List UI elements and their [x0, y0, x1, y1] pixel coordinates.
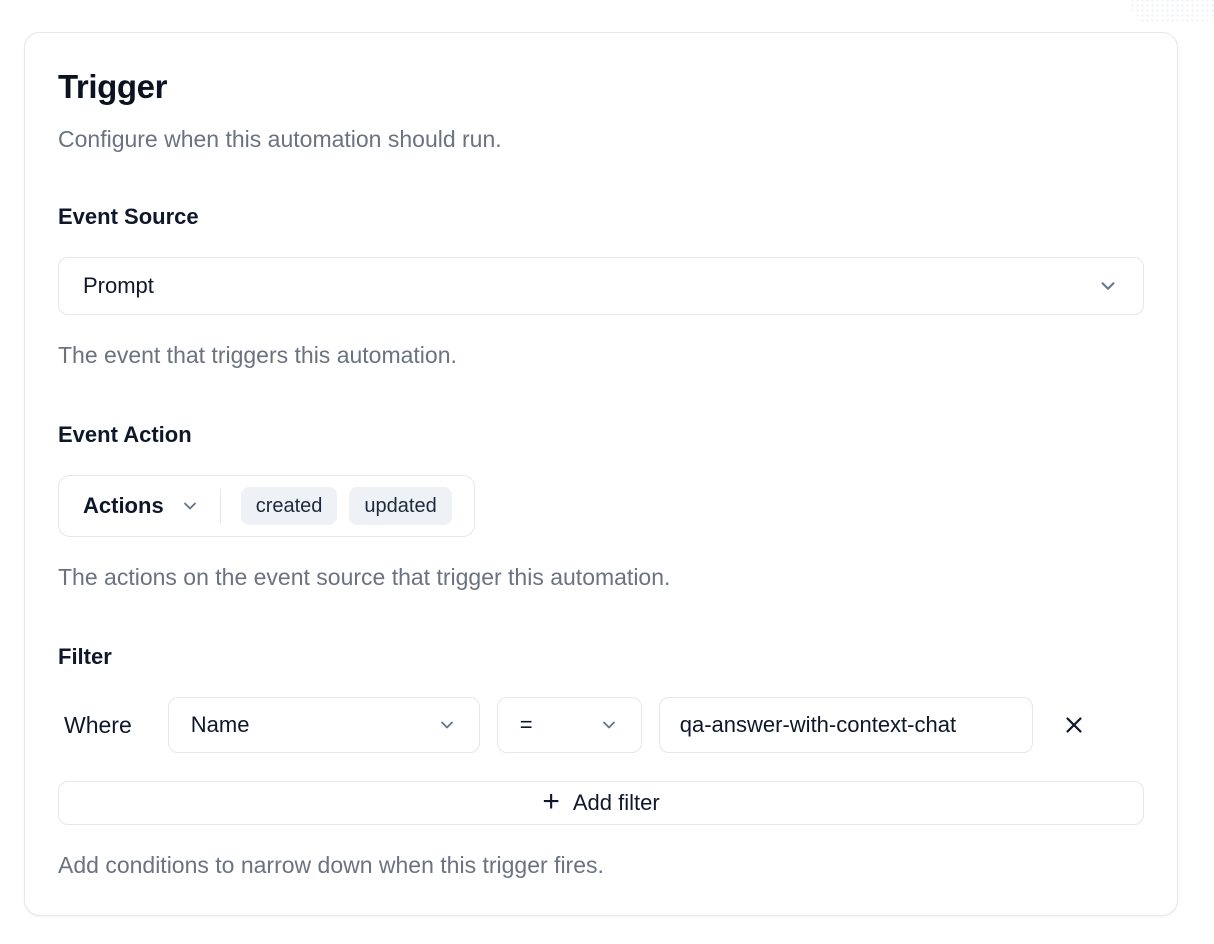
event-action-section: Event Action Actions created updated The… [58, 421, 1144, 591]
filter-row: Where Name = [58, 697, 1144, 753]
filter-help: Add conditions to narrow down when this … [58, 852, 604, 878]
event-action-help: The actions on the event source that tri… [58, 564, 671, 590]
chevron-down-icon [602, 721, 615, 729]
actions-dropdown-button[interactable]: Actions [83, 493, 200, 519]
page-title: Trigger [58, 68, 168, 105]
filter-value-input[interactable] [658, 697, 1033, 753]
add-filter-button[interactable]: + Add filter [58, 781, 1144, 825]
close-icon [1066, 717, 1082, 733]
page-subtitle: Configure when this automation should ru… [58, 126, 502, 152]
filter-section: Filter Where Name = [58, 643, 1144, 879]
trigger-card: Trigger Configure when this automation s… [24, 32, 1178, 916]
filter-operator-select[interactable]: = [496, 697, 642, 753]
partial-element-top-right [1130, 0, 1214, 22]
filter-operator-selected-value: = [519, 712, 533, 737]
chevron-down-icon [1101, 282, 1115, 290]
chevron-down-icon [183, 502, 196, 510]
event-source-help: The event that triggers this automation. [58, 342, 457, 368]
remove-filter-button[interactable] [1053, 704, 1095, 746]
event-source-label: Event Source [58, 204, 199, 229]
event-source-selected-value: Prompt [83, 273, 154, 298]
event-source-section: Event Source Prompt The event that trigg… [58, 203, 1144, 369]
action-tag-updated: updated [349, 487, 452, 525]
chevron-down-icon [440, 721, 453, 729]
vertical-divider [219, 489, 221, 523]
actions-dropdown-label: Actions [83, 493, 164, 518]
event-action-label: Event Action [58, 422, 192, 447]
event-source-select[interactable]: Prompt [58, 257, 1144, 315]
filter-label: Filter [58, 644, 112, 669]
filter-field-selected-value: Name [190, 712, 250, 737]
event-action-control: Actions created updated [58, 475, 475, 537]
where-label: Where [64, 711, 132, 738]
filter-field-select[interactable]: Name [167, 697, 480, 753]
add-filter-label: Add filter [572, 790, 660, 815]
action-tag-created: created [240, 487, 338, 525]
plus-icon: + [542, 785, 560, 818]
